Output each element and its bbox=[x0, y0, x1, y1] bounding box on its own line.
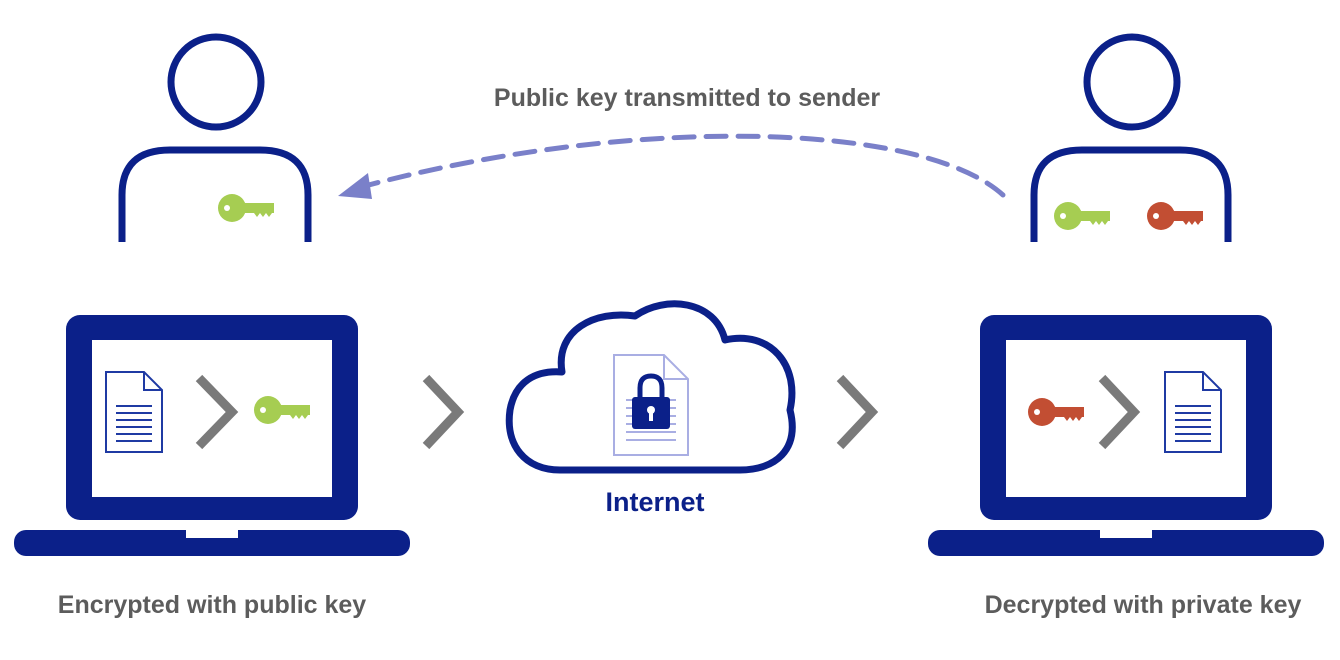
transmission-arrow bbox=[338, 133, 1006, 199]
receiver-private-key-icon bbox=[1147, 202, 1203, 230]
sender-document-icon bbox=[105, 371, 163, 453]
chevron-right-icon bbox=[422, 374, 465, 450]
internet-label: Internet bbox=[605, 487, 704, 517]
lock-icon bbox=[632, 373, 670, 429]
receiver-public-key-icon bbox=[1054, 202, 1110, 230]
transmission-label: Public key transmitted to sender bbox=[494, 84, 880, 112]
public-key-icon bbox=[218, 194, 274, 222]
sender-caption: Encrypted with public key bbox=[58, 591, 366, 619]
chevron-right-icon bbox=[195, 374, 239, 450]
receiver-person-icon bbox=[1030, 33, 1232, 242]
chevron-right-icon bbox=[836, 374, 879, 450]
chevron-right-icon bbox=[1098, 374, 1141, 450]
receiver-caption: Decrypted with private key bbox=[985, 591, 1302, 619]
receiver-laptop-icon bbox=[928, 315, 1324, 556]
receiver-document-icon bbox=[1164, 371, 1222, 453]
sender-person-icon bbox=[118, 33, 312, 242]
